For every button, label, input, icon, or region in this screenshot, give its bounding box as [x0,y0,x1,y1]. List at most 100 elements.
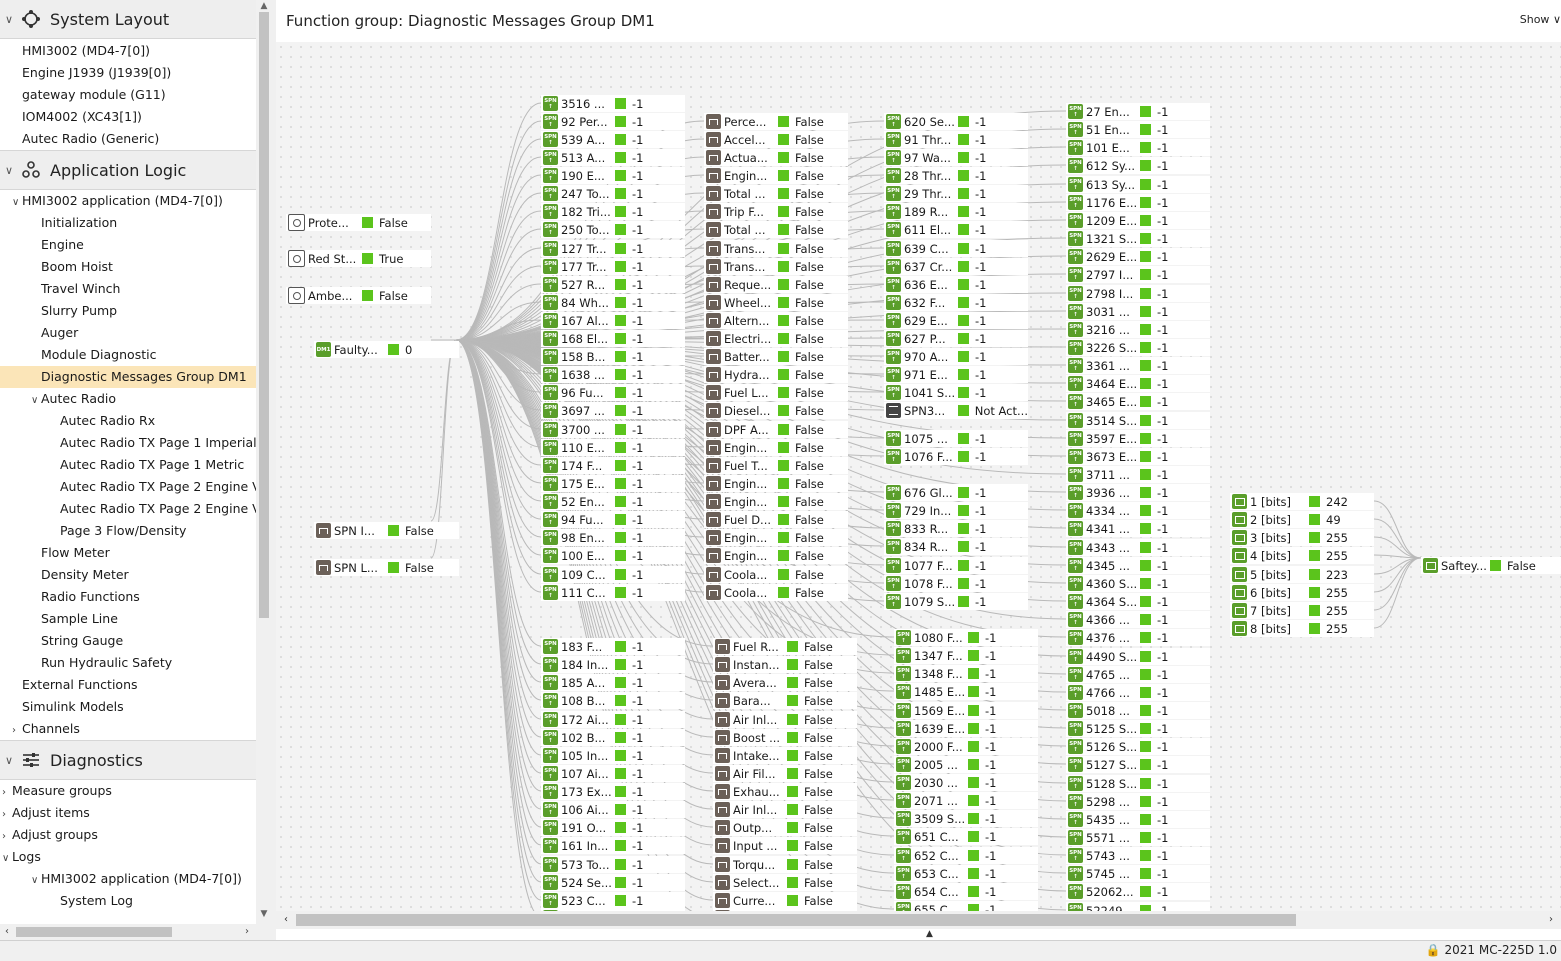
function-block[interactable]: Ambe...False [286,287,431,304]
function-block[interactable]: Torqu...False [713,856,857,873]
function-block[interactable]: Accel...False [704,131,848,148]
application-item[interactable]: Module Diagnostic [0,344,256,366]
function-block[interactable]: 5 [bits]223 [1230,566,1374,583]
function-block[interactable]: SPN↑4765 ...-1 [1066,666,1210,683]
function-block[interactable]: SPN↑4364 S...-1 [1066,593,1210,610]
function-block[interactable]: SPN↑167 Al...-1 [541,312,685,329]
scroll-thumb[interactable] [259,12,269,618]
function-block[interactable]: SPN↑652 C...-1 [894,847,1038,864]
sidebar-vertical-scrollbar[interactable]: ▲ ▼ [256,0,272,924]
diagnostics-item[interactable]: ›Measure groups [0,780,256,802]
show-button[interactable]: Show ∨ [1520,13,1561,26]
function-block[interactable]: SPN↑1639 E...-1 [894,720,1038,737]
function-block[interactable]: SPN↑109 C...-1 [541,566,685,583]
function-block[interactable]: SPN↑4490 S...-1 [1066,648,1210,665]
function-block[interactable]: Bara...False [713,692,857,709]
function-block[interactable]: Boost ...False [713,729,857,746]
scroll-right-icon[interactable]: › [245,926,249,937]
function-block[interactable]: SPN↑3597 E...-1 [1066,430,1210,447]
application-item[interactable]: Initialization [0,212,256,234]
diagnostics-header[interactable]: ∨ Diagnostics [0,740,256,780]
function-block[interactable]: Total ...False [704,221,848,238]
function-block[interactable]: SPN↑2071 ...-1 [894,792,1038,809]
function-block[interactable]: SPN↑524 Se...-1 [541,874,685,891]
function-block[interactable]: SPN↑3514 S...-1 [1066,412,1210,429]
function-block[interactable]: SPN↑653 C...-1 [894,865,1038,882]
function-block[interactable]: SPN↑189 R...-1 [884,203,1028,220]
function-block[interactable]: SPN↑3216 ...-1 [1066,321,1210,338]
function-block[interactable]: Engin...False [704,167,848,184]
application-item[interactable]: Run Hydraulic Safety [0,652,256,674]
function-block[interactable]: SPN↑629 E...-1 [884,312,1028,329]
function-block[interactable]: SPN↑185 A...-1 [541,674,685,691]
function-block[interactable]: SPN↑105 In...-1 [541,747,685,764]
autec-radio-child[interactable]: Autec Radio TX Page 2 Engine Va [0,476,256,498]
function-block[interactable]: SPN↑4376 ...-1 [1066,629,1210,646]
function-block[interactable]: SPN↑51 En...-1 [1066,121,1210,138]
function-block[interactable]: SPN↑2005 ...-1 [894,756,1038,773]
function-block[interactable]: Diesel...False [704,402,848,419]
function-block[interactable]: Fuel R...False [713,638,857,655]
function-block[interactable]: SPN↑620 Se...-1 [884,113,1028,130]
function-block[interactable]: Trans...False [704,258,848,275]
function-block[interactable]: SPN↑3516 ...-1 [541,95,685,112]
scroll-left-icon[interactable]: ‹ [284,914,288,925]
application-item[interactable]: Travel Winch [0,278,256,300]
function-block[interactable]: SPN↑1347 F...-1 [894,647,1038,664]
function-block[interactable]: Red St...True [286,250,431,267]
function-block[interactable]: Altern...False [704,312,848,329]
function-block[interactable]: Select...False [713,874,857,891]
function-block[interactable]: SPN↑5743 ...-1 [1066,847,1210,864]
function-block[interactable]: SPN3...Not Act... [884,402,1028,419]
function-block[interactable]: SPN↑1076 F...-1 [884,448,1028,465]
function-block[interactable]: SPN↑676 Gl...-1 [884,484,1028,501]
function-block[interactable]: SPN↑28 Thr...-1 [884,167,1028,184]
function-block[interactable]: Exhau...False [713,909,857,911]
function-block[interactable]: Hydra...False [704,366,848,383]
function-block[interactable]: SPN↑174 F...-1 [541,457,685,474]
function-block[interactable]: SPN↑172 Ai...-1 [541,711,685,728]
system-layout-header[interactable]: ∨ System Layout [0,0,256,39]
function-block[interactable]: SPN↑5125 S...-1 [1066,720,1210,737]
function-block[interactable]: SPN↑4360 S...-1 [1066,575,1210,592]
system-layout-item[interactable]: Autec Radio (Generic) [0,128,256,150]
function-block[interactable]: SPN↑1569 E...-1 [894,702,1038,719]
function-block[interactable]: SPN↑250 To...-1 [541,221,685,238]
function-block[interactable]: 1 [bits]242 [1230,493,1374,510]
sidebar-horizontal-scrollbar[interactable]: ‹ › [0,924,256,940]
function-block[interactable]: SPN↑52249...-1 [1066,902,1210,911]
function-block[interactable]: SPN↑168 El...-1 [541,330,685,347]
function-block[interactable]: SPN↑5745 ...-1 [1066,865,1210,882]
system-layout-item[interactable]: IOM4002 (XC43[1]) [0,106,256,128]
function-block[interactable]: Trip F...False [704,203,848,220]
function-block[interactable]: Curre...False [713,892,857,909]
function-block[interactable]: 3 [bits]255 [1230,529,1374,546]
function-block[interactable]: SPN↑655 C...-1 [894,901,1038,911]
autec-radio-item[interactable]: ∨Autec Radio [0,388,256,410]
chevron-right-icon[interactable]: › [2,787,6,798]
scroll-left-icon[interactable]: ‹ [5,926,9,937]
function-block[interactable]: SPN↑1321 S...-1 [1066,230,1210,247]
function-block[interactable]: SPN↑1176 E...-1 [1066,194,1210,211]
function-block[interactable]: SPN↑27 En...-1 [1066,103,1210,120]
function-block[interactable]: SPN↑1041 S...-1 [884,384,1028,401]
function-block[interactable]: SPN↑182 Tri...-1 [541,203,685,220]
function-block[interactable]: SPN↑1348 F...-1 [894,665,1038,682]
function-block[interactable]: SPN↑106 Ai...-1 [541,801,685,818]
function-block[interactable]: SPN↑639 C...-1 [884,240,1028,257]
function-block[interactable]: SPN↑637 Cr...-1 [884,258,1028,275]
function-block[interactable]: Air Fil...False [713,765,857,782]
function-block[interactable]: SPN↑4343 ...-1 [1066,539,1210,556]
function-block[interactable]: SPN↑161 In...-1 [541,837,685,854]
function-block[interactable]: SPN↑108 B...-1 [541,692,685,709]
function-block[interactable]: SPN↑971 E...-1 [884,366,1028,383]
scroll-thumb[interactable] [16,927,172,937]
function-block[interactable]: Fuel T...False [704,457,848,474]
canvas-horizontal-scrollbar[interactable]: ‹ › [276,911,1561,929]
function-block[interactable]: SPN↑729 In...-1 [884,502,1028,519]
function-block[interactable]: SPN↑91 Thr...-1 [884,131,1028,148]
function-block[interactable]: SPN↑4334 ...-1 [1066,502,1210,519]
chevron-right-icon[interactable]: › [12,725,16,736]
function-block[interactable]: Outp...False [713,819,857,836]
function-block[interactable]: SPN↑247 To...-1 [541,185,685,202]
